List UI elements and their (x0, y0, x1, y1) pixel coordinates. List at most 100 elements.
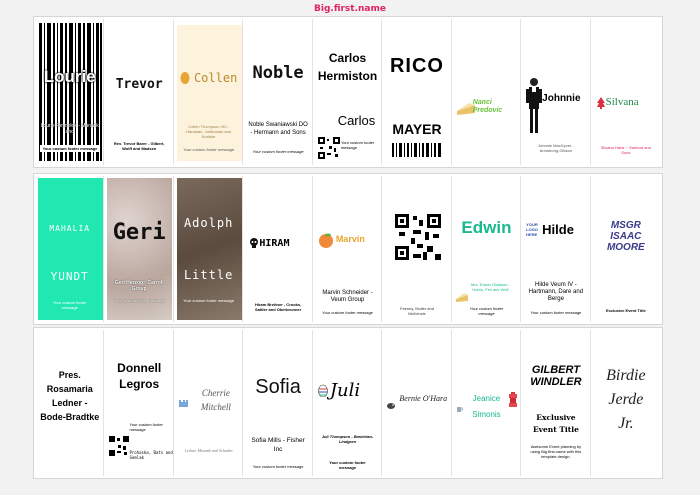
qr-code-icon (109, 436, 130, 456)
card-last-name: Little (183, 268, 234, 282)
card-name: Nanci Predovic (472, 99, 503, 114)
design-card-geri[interactable]: Geri Geri Herzog - Carroll Group Your cu… (105, 176, 174, 322)
card-name: Birdie Jerde Jr. (606, 367, 646, 432)
card-name: Geri (112, 220, 166, 245)
card-subtitle: Hiram Breitner - Crooks, Sattler and Obe… (254, 302, 302, 312)
tree-icon (596, 97, 605, 109)
card-name: Marvin (335, 234, 365, 244)
card-subtitle: Noble Swaniawski DO - Hermann and Sons (248, 122, 308, 136)
card-name: HIRAM (259, 238, 290, 249)
card-name: Donnell Legros (117, 361, 162, 391)
card-name: Edwin (461, 218, 512, 237)
card-footer: Your custom footer message (183, 147, 235, 152)
design-card-rosamaria[interactable]: Pres. Rosamaria Ledner - Bode-Bradtke (36, 330, 105, 476)
design-card-edwin[interactable]: Edwin Mrs. Edwin Gislason - Harris, Feil… (452, 176, 522, 322)
card-description: Awesome Event planning by using Big.firs… (530, 444, 582, 459)
card-subtitle: Ledner, Murazik and Schaden (184, 448, 233, 453)
design-card-adolph[interactable]: Adolph Little Your custom footer message (174, 176, 244, 322)
card-first-name: Carlos (337, 113, 376, 128)
design-card-mahalia[interactable]: Mahalia Yundt Your custom footer message (36, 176, 105, 322)
page-title: Big.first.name (314, 4, 386, 14)
peach-icon (318, 233, 333, 248)
design-card-trevor[interactable]: Trevor Rev. Trevor Barer - Gilbert, Wolf… (105, 19, 174, 165)
card-footer: Your custom footer message (40, 145, 100, 152)
design-card-johnnie[interactable]: Johnnie Johnnie MacGyver - Armstrong-Gib… (522, 19, 591, 165)
castle-icon (178, 400, 188, 407)
card-subtitle: Hilde Veum IV - Hartmann, Dare and Berge (528, 282, 584, 302)
card-subtitle: Rev. Trevor Barer - Gilbert, Wolff and M… (113, 141, 165, 151)
design-sheet-row-3: Pres. Rosamaria Ledner - Bode-Bradtke Do… (33, 327, 663, 479)
card-footer: Your custom footer message (53, 300, 87, 310)
design-card-marvin[interactable]: Marvin Marvin Schneider - Veum Group You… (313, 176, 383, 322)
coffee-cup-icon (456, 407, 463, 412)
card-subtitle: Juli Thompson - Bashirian-Lindgren (321, 434, 374, 444)
lantern-icon (508, 392, 517, 407)
design-card-birdie[interactable]: Birdie Jerde Jr. (591, 330, 661, 476)
card-subtitle: Silvana Hartz ~ Sanford and Sons (600, 145, 651, 155)
card-first-name: Mahalia (49, 224, 91, 233)
design-card-bernie[interactable]: Bernie O'Hara (383, 330, 452, 476)
card-name: Pres. Rosamaria Ledner - Bode-Bradtke (40, 370, 100, 422)
design-card-feeney[interactable]: Feeney, Muller and McKenzie (383, 176, 452, 322)
design-card-collen[interactable]: Collen Collen Thompson VIII - Hanahan, J… (174, 19, 244, 165)
design-card-juli[interactable]: Juli Juli Thompson - Bashirian-Lindgren … (313, 330, 383, 476)
sea-creature-icon (387, 403, 396, 409)
card-last-name: Simonis (472, 410, 501, 419)
card-name: Trevor (115, 77, 163, 92)
card-subtitle: Marvin Schneider - Veum Group (322, 290, 373, 303)
design-card-isaac[interactable]: MSGR ISAAC MOORE Exclusive Event Title (591, 176, 661, 322)
qr-code-icon (317, 137, 340, 159)
barcode-pattern-icon (36, 19, 104, 165)
design-card-hiram[interactable]: HIRAM Hiram Breitner - Crooks, Sattler a… (244, 176, 313, 322)
card-name: Juli (329, 380, 361, 401)
design-sheet-row-1: Lourie Lourie Reynolds - Murazik and You… (33, 16, 663, 168)
card-name: Noble (252, 63, 304, 83)
card-logo-placeholder: YOUR LOGO HERE (526, 222, 538, 237)
card-name: Hilde (542, 222, 574, 237)
card-footer: Your custom footer message (129, 422, 163, 432)
design-card-nanci[interactable]: Nanci Predovic (452, 19, 522, 165)
card-first-name: Adolph (183, 216, 234, 230)
design-card-silvana[interactable]: Silvana Silvana Hartz ~ Sanford and Sons (591, 19, 661, 165)
cake-icon (456, 103, 475, 115)
barcode-icon (392, 143, 442, 157)
skull-icon (250, 238, 259, 248)
egg-icon (180, 72, 190, 84)
card-name: Silvana (605, 96, 639, 108)
card-bottom-text: MAYER (392, 121, 442, 137)
design-sheet-row-2: Mahalia Yundt Your custom footer message… (33, 173, 663, 325)
card-footer: Your custom footer message (340, 140, 375, 150)
design-card-rico[interactable]: RICO MAYER (383, 19, 452, 165)
card-footer: Your custom footer message (252, 464, 304, 469)
card-name: MSGR ISAAC MOORE (606, 220, 645, 253)
design-card-carlos[interactable]: Carlos Hermiston Carlos Your custom foot… (313, 19, 383, 165)
card-footer: Your custom footer message (113, 298, 165, 303)
design-card-cherrie[interactable]: Cherrie Mitchell Ledner, Murazik and Sch… (174, 330, 244, 476)
card-subtitle: Collen Thompson VIII - Hanahan, Jurtkows… (186, 124, 232, 139)
card-name: Cherrie Mitchell (200, 388, 231, 412)
card-subtitle: Johnnie MacGyver - Armstrong-Gibson (538, 143, 574, 153)
design-card-lourie[interactable]: Lourie Lourie Reynolds - Murazik and You… (36, 19, 105, 165)
design-card-sofia[interactable]: Sofia Sofia Mills - Fisher Inc Your cust… (244, 330, 313, 476)
design-card-donnell[interactable]: Donnell Legros Your custom footer messag… (105, 330, 174, 476)
card-last-name: Yundt (50, 270, 89, 283)
design-card-gilbert[interactable]: GILBERT WINDLER Exclusive Event Title Aw… (522, 330, 591, 476)
design-card-hilde[interactable]: YOUR LOGO HERE Hilde Hilde Veum IV - Har… (522, 176, 591, 322)
design-card-jeanice[interactable]: Jeanice Simonis (452, 330, 522, 476)
card-subtitle: Mrs. Edwin Gislason - Harris, Feil and W… (470, 282, 510, 292)
card-name: Bernie O'Hara (399, 394, 448, 403)
card-first-name: Jeanice (472, 394, 501, 403)
card-footer: Your custom footer message (183, 298, 235, 303)
card-name: Lourie (43, 67, 96, 86)
card-name: GILBERT WINDLER (530, 364, 582, 388)
card-subtitle: Lourie Reynolds - Murazik and (40, 123, 99, 135)
design-card-noble[interactable]: Noble Noble Swaniawski DO - Hermann and … (244, 19, 313, 165)
card-footer: Your custom footer message (322, 310, 373, 315)
card-footer: Your custom footer message (252, 149, 304, 154)
card-name: Sofia (255, 376, 301, 398)
card-footer: Your custom footer message (469, 306, 504, 316)
card-subtitle: Feeney, Muller and McKenzie (400, 306, 434, 316)
card-footer: Your custom footer message (530, 310, 582, 315)
card-top-text: RICO (389, 55, 444, 77)
card-event-title: Exclusive Event Title (532, 413, 579, 434)
